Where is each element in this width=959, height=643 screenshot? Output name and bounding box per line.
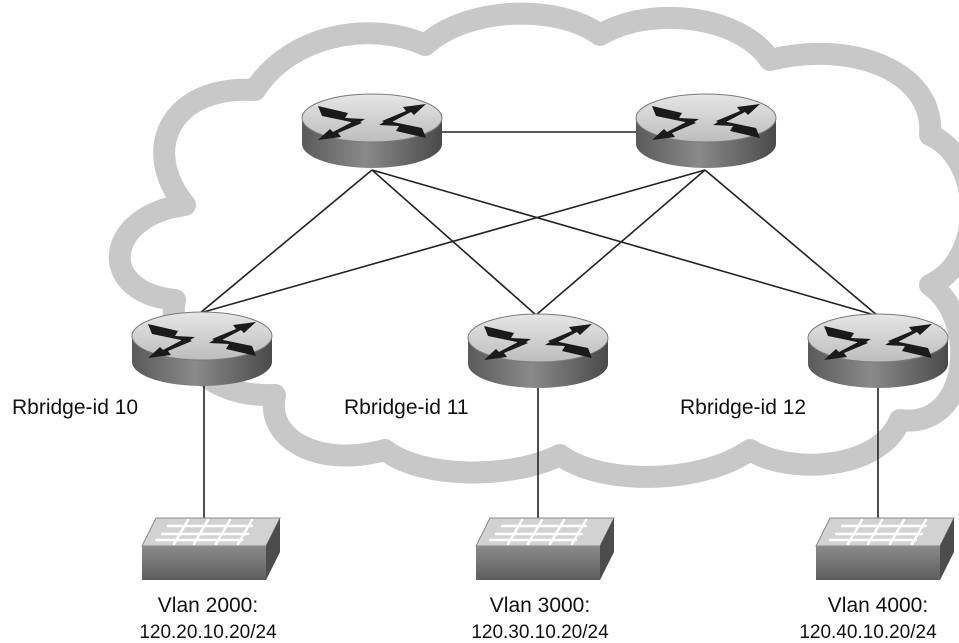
link-spine2-rb10 [199, 169, 706, 314]
rbridge-label-10: Rbridge-id 10 [12, 396, 138, 419]
vlan-subnet-2000: 120.20.10.20/24 [139, 622, 277, 643]
link-spine1-rb11 [371, 169, 537, 316]
rbridge-label-11: Rbridge-id 11 [344, 396, 469, 419]
vlan-labels: Vlan 2000: 120.20.10.20/24 Vlan 3000: 12… [139, 594, 937, 643]
router-icon [301, 93, 443, 169]
vlan-subnet-3000: 120.30.10.20/24 [471, 622, 609, 643]
switch-icon [814, 516, 956, 582]
vlan-name-3000: Vlan 3000: [490, 594, 590, 617]
link-spine2-rb12 [704, 169, 879, 317]
network-links [199, 131, 879, 520]
router-icon [635, 93, 777, 169]
vlan-subnet-4000: 120.40.10.20/24 [799, 622, 937, 643]
router-icon [131, 311, 273, 387]
router-icon [807, 313, 949, 389]
switch-icon [474, 516, 616, 582]
network-cloud [109, 2, 959, 488]
link-spine1-rb12 [371, 169, 879, 317]
switch-icon [140, 516, 282, 582]
router-labels: Rbridge-id 10 Rbridge-id 11 Rbridge-id 1… [12, 396, 806, 419]
link-spine1-rb10 [199, 169, 373, 314]
router-icon [467, 313, 609, 389]
switches [140, 516, 956, 582]
vlan-name-2000: Vlan 2000: [158, 594, 258, 617]
link-spine2-rb11 [535, 169, 706, 316]
vlan-name-4000: Vlan 4000: [828, 594, 928, 617]
rbridge-label-12: Rbridge-id 12 [680, 396, 806, 419]
